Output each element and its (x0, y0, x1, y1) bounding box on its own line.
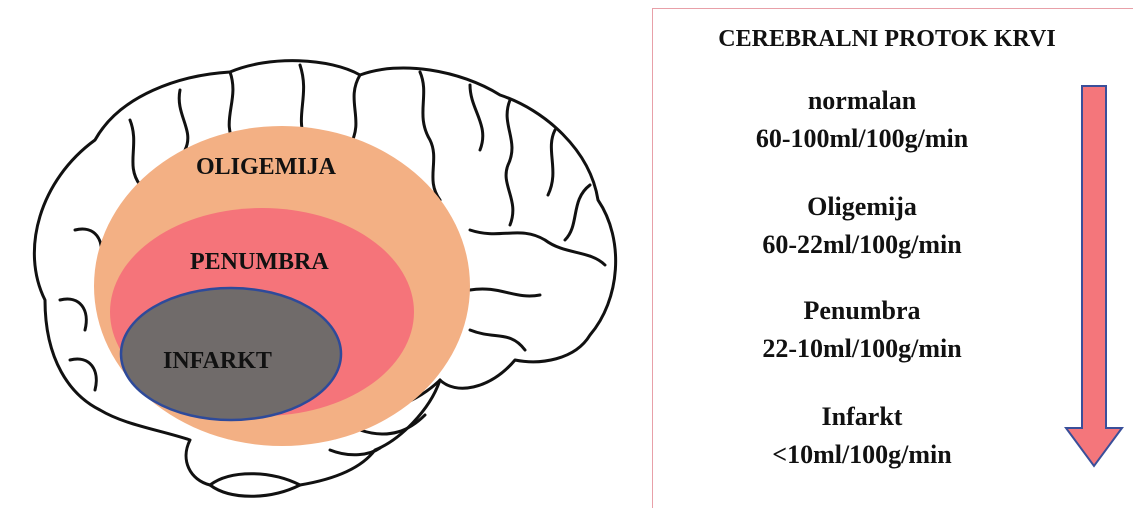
panel-left-border (652, 8, 653, 508)
level-oligemia: Oligemija 60-22ml/100g/min (692, 188, 1032, 264)
level-name: Penumbra (692, 292, 1032, 330)
panel-title: CEREBRALNI PROTOK KRVI (652, 26, 1122, 53)
down-arrow-icon (1064, 84, 1124, 468)
panel-top-border (652, 8, 1133, 9)
level-penumbra: Penumbra 22-10ml/100g/min (692, 292, 1032, 368)
level-range: 22-10ml/100g/min (692, 330, 1032, 368)
oligemia-label: OLIGEMIJA (196, 154, 337, 180)
penumbra-label: PENUMBRA (190, 249, 329, 275)
level-name: normalan (692, 82, 1032, 120)
level-normal: normalan 60-100ml/100g/min (692, 82, 1032, 158)
brain-diagram: OLIGEMIJA PENUMBRA INFARKT (0, 0, 640, 508)
level-range: 60-100ml/100g/min (692, 120, 1032, 158)
level-name: Infarkt (692, 398, 1032, 436)
level-range: 60-22ml/100g/min (692, 226, 1032, 264)
cerebral-blood-flow-panel: CEREBRALNI PROTOK KRVI normalan 60-100ml… (652, 8, 1133, 508)
level-name: Oligemija (692, 188, 1032, 226)
level-infarct: Infarkt <10ml/100g/min (692, 398, 1032, 474)
level-range: <10ml/100g/min (692, 436, 1032, 474)
infarct-label: INFARKT (163, 348, 272, 374)
